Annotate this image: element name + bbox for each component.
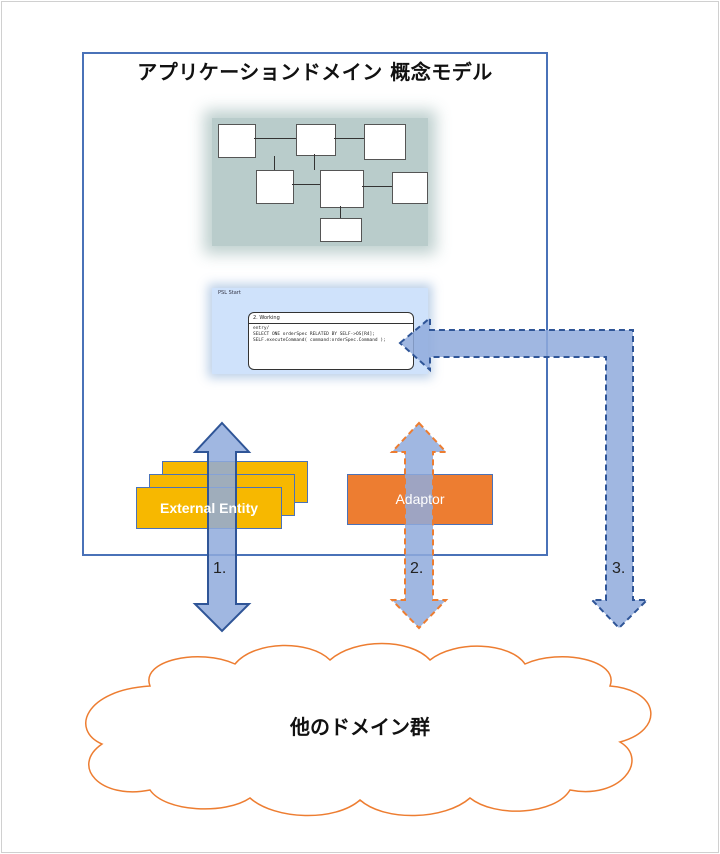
state-code: entry/ SELECT ONE orderSpec RELATED BY S… xyxy=(253,326,386,343)
state-box: 2. Working entry/ SELECT ONE orderSpec R… xyxy=(248,312,414,370)
association-line xyxy=(340,206,341,218)
arrow-2 xyxy=(389,421,449,630)
state-machine-image: PSL Start 2. Working entry/ SELECT ONE o… xyxy=(212,288,428,374)
association-line xyxy=(334,138,364,139)
arrow-1-label: 1. xyxy=(213,560,227,577)
association-line xyxy=(362,186,392,187)
arrow-1 xyxy=(192,421,252,633)
association-line xyxy=(314,154,315,170)
adaptor-label: Adaptor xyxy=(395,491,445,507)
class-box xyxy=(320,218,362,242)
panel-label: PSL Start xyxy=(218,290,241,296)
application-domain-box xyxy=(82,52,548,556)
state-divider xyxy=(249,323,413,324)
class-box xyxy=(256,170,294,204)
association-line xyxy=(292,184,320,185)
other-domains-cloud xyxy=(85,642,652,817)
arrow-3 xyxy=(398,315,650,630)
class-box xyxy=(392,172,428,204)
class-diagram-image xyxy=(212,118,428,246)
association-line xyxy=(274,156,275,170)
other-domains-label: 他のドメイン群 xyxy=(290,715,430,739)
external-entity-label: External Entity xyxy=(159,500,259,516)
arrow-3-label: 3. xyxy=(612,560,626,577)
arrow-2-label: 2. xyxy=(410,560,424,577)
state-name: 2. Working xyxy=(253,315,280,321)
class-box xyxy=(218,124,256,158)
association-line xyxy=(254,138,296,139)
class-box xyxy=(320,170,364,208)
class-box xyxy=(296,124,336,156)
domain-title: アプリケーションドメイン 概念モデル xyxy=(137,60,493,84)
class-box xyxy=(364,124,406,160)
